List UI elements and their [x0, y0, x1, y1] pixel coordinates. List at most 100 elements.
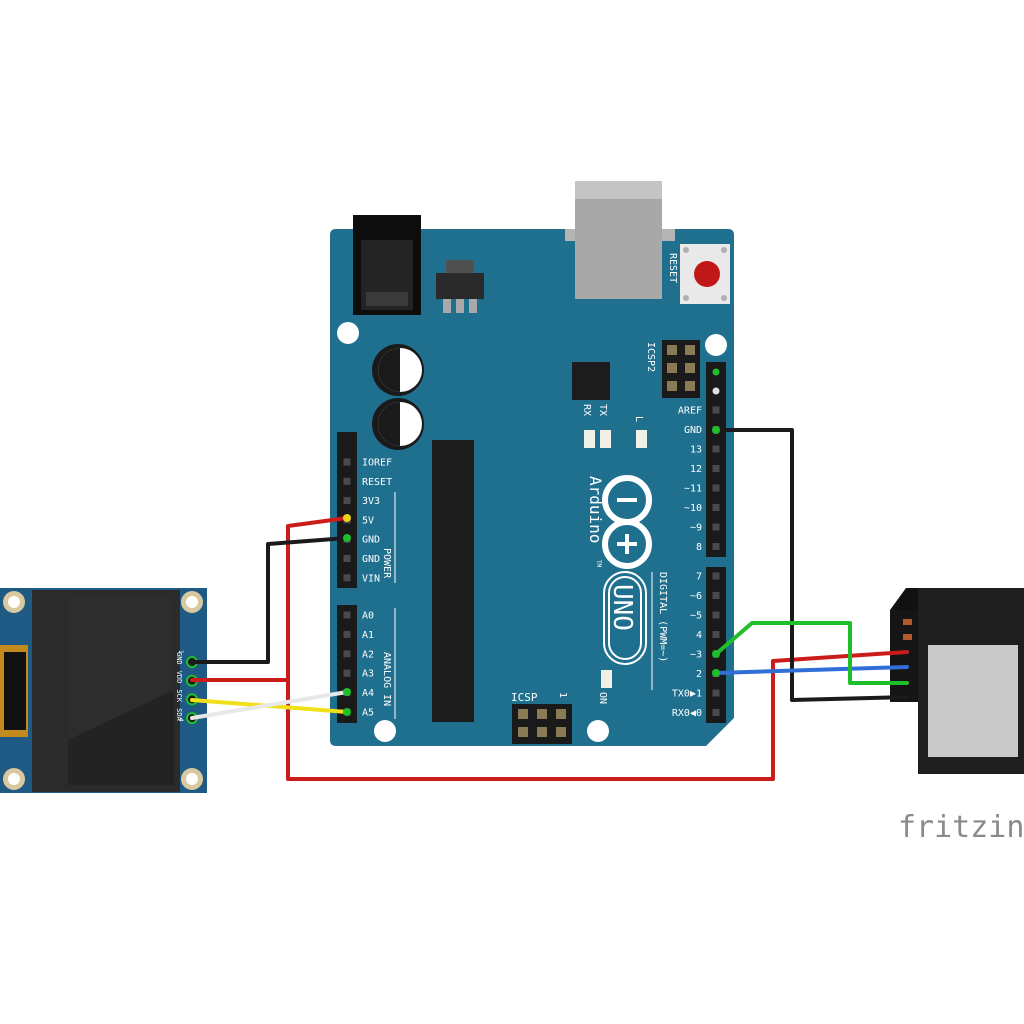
power-pin-label: 5V — [362, 515, 374, 526]
mounting-hole — [705, 334, 727, 356]
digital-upper-pin-socket — [712, 504, 720, 511]
wire-pin2-sensor — [714, 665, 909, 675]
digital-lower-pin-label: RX0◀0 — [672, 708, 702, 719]
voltage-regulator — [436, 260, 484, 313]
reset-button[interactable] — [680, 244, 730, 304]
uno-badge — [603, 571, 647, 665]
digital-upper-pin-label: AREF — [678, 406, 702, 417]
digital-upper-pin-label: ~11 — [684, 484, 702, 495]
oled-mounting-hole-inner — [8, 773, 20, 785]
analog-pin-label: A5 — [362, 708, 374, 719]
capacitor — [372, 344, 424, 396]
l-led — [636, 430, 647, 448]
analog-pin-label: A4 — [362, 688, 374, 699]
digital-upper-pin-list: AREF GND 13 12 ~11 ~10 ~9 8 — [678, 406, 720, 553]
usb-connector — [565, 181, 675, 299]
sensor-connector — [890, 610, 918, 702]
analog-pin-label: A2 — [362, 649, 374, 660]
capacitor — [372, 398, 424, 450]
power-pin-label: IOREF — [362, 458, 392, 469]
dc-jack — [353, 215, 421, 315]
trademark-label: TM — [595, 560, 602, 568]
analog-pin-socket — [343, 611, 351, 619]
analog-header — [337, 605, 357, 723]
rx-label: RX — [581, 404, 592, 416]
icsp-header — [512, 704, 572, 744]
sensor-module — [890, 588, 1024, 774]
l-label: L — [633, 416, 644, 422]
wire-pin3-sensor — [714, 621, 909, 685]
wire-gnd-oled-gnd — [190, 536, 349, 664]
wires — [190, 428, 909, 781]
analog-pin-socket — [343, 669, 351, 677]
oled-pin-label: VDD — [175, 671, 183, 684]
mounting-hole — [337, 322, 359, 344]
digital-lower-pin-label: 4 — [696, 630, 702, 641]
reset-label: RESET — [667, 253, 678, 283]
analog-pin-label: A0 — [362, 611, 374, 622]
oled-screen-glare — [68, 597, 174, 740]
digital-lower-pin-socket — [712, 689, 720, 697]
digital-upper-header — [706, 362, 726, 557]
digital-lower-pin-socket — [712, 631, 720, 638]
wire-oled-sda-a4 — [190, 690, 349, 720]
power-section-label: POWER — [381, 548, 392, 579]
digital-lower-pin-socket — [712, 709, 720, 716]
digital-upper-pin-socket — [712, 523, 720, 531]
analog-pin-label: A1 — [362, 630, 374, 641]
sensor-pin — [903, 634, 912, 640]
analog-section-label: ANALOG IN — [381, 652, 392, 706]
digital-lower-pin-label: 7 — [696, 572, 702, 583]
mounting-hole — [374, 720, 396, 742]
on-led — [601, 670, 612, 688]
on-label: ON — [597, 692, 608, 704]
sensor-window — [928, 645, 1018, 757]
icsp-label: ICSP — [511, 691, 538, 704]
oled-pin-label: GND — [175, 652, 183, 665]
brand-label: Arduino — [586, 476, 605, 543]
digital-upper-pin-socket — [712, 484, 720, 492]
digital-section-label: DIGITAL (PWM=~) — [657, 572, 668, 662]
digital-lower-pin-label: ~5 — [690, 611, 702, 622]
digital-upper-pin-label: 13 — [690, 445, 702, 456]
model-label: UNO — [607, 584, 637, 631]
wire-5v-oled-vdd — [190, 516, 349, 682]
digital-upper-pin-label: 12 — [690, 464, 702, 475]
header-pin-dot — [712, 387, 720, 395]
digital-upper-pin-label: 8 — [696, 542, 702, 553]
digital-upper-pin-socket — [712, 445, 720, 453]
oled-pin-label: SDA — [175, 708, 183, 721]
digital-upper-pin-label: GND — [684, 425, 702, 436]
oled-pin1-label: 1 — [177, 650, 184, 654]
power-pin-label: VIN — [362, 573, 380, 584]
board-pcb — [330, 229, 734, 746]
wire-endpoints — [343, 426, 720, 716]
oled-mounting-hole-inner — [8, 596, 20, 608]
icsp2-label: ICSP2 — [645, 342, 656, 372]
mounting-hole — [587, 720, 609, 742]
power-pin-socket — [343, 477, 351, 485]
power-pin-socket — [343, 574, 351, 582]
oled-mounting-hole-inner — [186, 596, 198, 608]
wire-5v-sensor-vcc — [286, 650, 909, 781]
arduino-logo — [602, 475, 652, 569]
oled-pin-label: SCK — [175, 689, 183, 702]
power-pin-label: 3V3 — [362, 496, 380, 507]
analog-pin-socket — [343, 630, 351, 638]
analog-pin-socket — [343, 650, 351, 658]
digital-lower-pin-label: ~6 — [690, 591, 702, 602]
wire-gnd-sensor-gnd — [714, 428, 909, 702]
digital-upper-pin-label: ~10 — [684, 503, 702, 514]
tx-led — [600, 430, 611, 448]
power-pin-label: GND — [362, 554, 380, 565]
microcontroller-chip — [432, 440, 474, 722]
digital-lower-pin-label: 2 — [696, 669, 702, 680]
usb-chip — [572, 362, 610, 400]
power-pin-socket — [343, 497, 351, 505]
digital-upper-pin-label: ~9 — [690, 523, 702, 534]
digital-lower-pin-socket — [712, 611, 720, 619]
sensor-pin — [903, 619, 912, 625]
digital-lower-pin-socket — [712, 572, 720, 580]
